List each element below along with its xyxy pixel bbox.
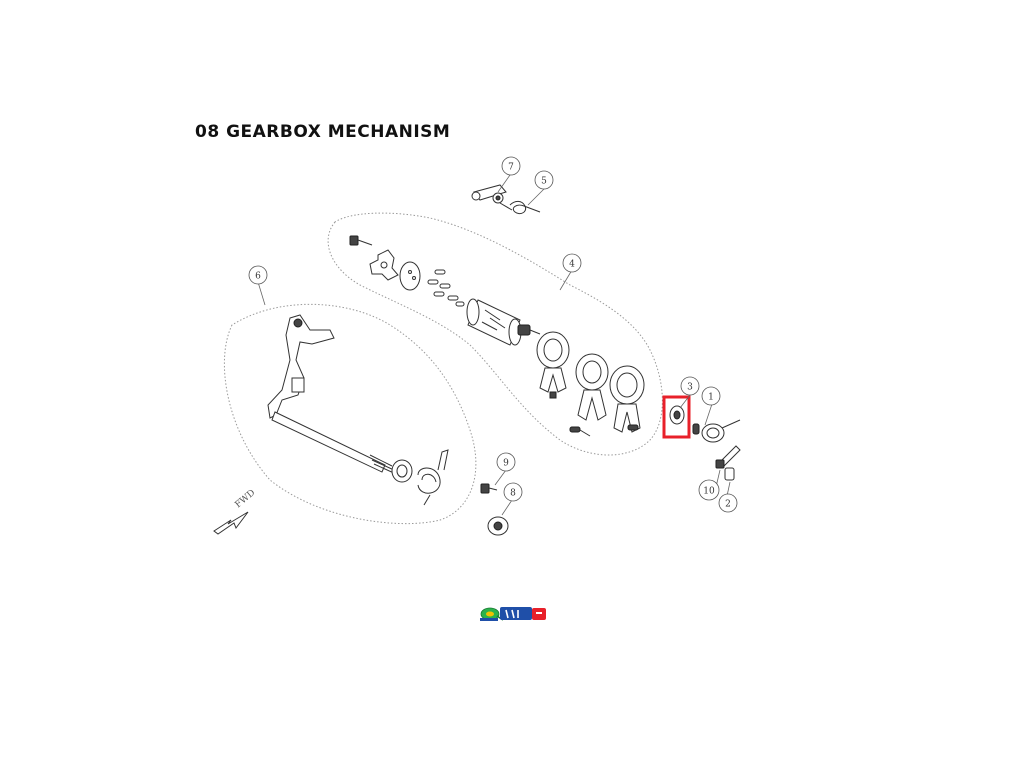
leader-1 [704,403,713,426]
part-5-spring [499,200,541,215]
callout-8: 8 [503,482,523,502]
highlight-box [662,395,691,439]
part-return-spring [417,449,449,506]
leader-7 [497,174,511,193]
brand-logo [480,607,546,621]
svg-text:6: 6 [255,272,261,282]
svg-text:9: 9 [503,459,509,469]
callout-6: 6 [248,265,268,285]
part-drum-plate [399,261,421,291]
part-bolt-top [349,235,373,246]
svg-text:1: 1 [708,393,714,403]
leader-8 [501,499,513,516]
part-collar [391,459,413,483]
callout-5: 5 [534,170,554,190]
part-shift-drum [466,298,541,346]
part-6-shift-shaft [267,314,397,475]
svg-text:2: 2 [725,500,731,510]
part-pins [427,269,465,307]
part-2-washer [724,467,735,481]
part-9-bolt [480,483,498,494]
svg-text:5: 5 [541,177,547,187]
part-shift-fork-left [536,331,570,399]
leader-4 [559,269,573,291]
callout-3: 3 [680,376,700,396]
leader-6 [257,281,266,306]
leader-9 [494,469,507,486]
part-star-plate [369,249,399,281]
part-8-bushing [487,516,509,536]
part-3-nut [669,405,685,425]
part-shift-fork-right [609,365,645,433]
callout-1: 1 [701,386,721,406]
diagram-title: 08 GEARBOX MECHANISM [195,122,451,142]
part-shift-fork-middle [569,353,609,437]
svg-text:10: 10 [703,487,715,497]
group-outline-shift-drum [327,212,663,456]
callout-7: 7 [501,156,521,176]
callout-4: 4 [562,253,582,273]
callout-10: 10 [698,479,720,501]
fwd-label: FWD [234,488,258,510]
leader-3 [679,394,691,409]
group-outline-shift-shaft [223,303,477,525]
fwd-direction-indicator: FWD [213,488,258,535]
fwd-arrow-icon [213,511,249,535]
svg-text:3: 3 [687,383,693,393]
callout-9: 9 [496,452,516,472]
part-7-stopper-arm [471,184,507,204]
leader-5 [527,187,546,206]
part-1-cap [692,419,741,443]
callout-2: 2 [718,493,738,513]
svg-text:4: 4 [569,260,575,270]
svg-text:7: 7 [508,163,514,173]
svg-text:8: 8 [510,489,516,499]
part-10-bolt [715,445,741,469]
